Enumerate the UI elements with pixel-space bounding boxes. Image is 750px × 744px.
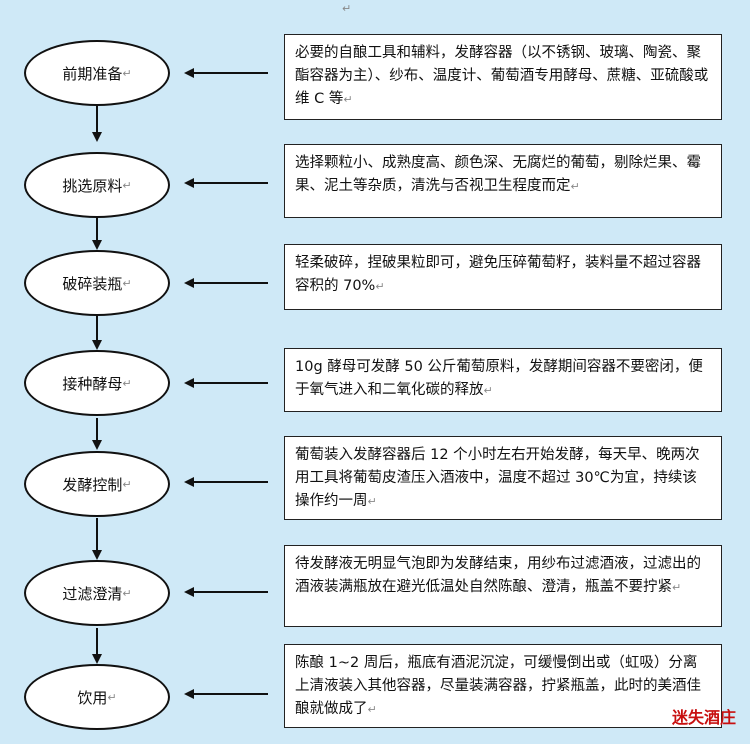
step-node-4: 接种酵母↵	[24, 350, 170, 416]
paragraph-mark: ↵	[343, 93, 353, 106]
step-desc-1: 必要的自酿工具和辅料，发酵容器（以不锈钢、玻璃、陶瓷、聚酯容器为主）、纱布、温度…	[284, 34, 722, 120]
paragraph-mark: ↵	[122, 178, 132, 192]
step-desc-5: 葡萄装入发酵容器后 12 个小时左右开始发酵，每天早、晚两次用工具将葡萄皮渣压入…	[284, 436, 722, 520]
paragraph-mark: ↵	[570, 180, 580, 193]
paragraph-mark: ↵	[122, 477, 132, 491]
step-desc-text: 待发酵液无明显气泡即为发酵结束，用纱布过滤酒液，过滤出的酒液装满瓶放在避光低温处…	[295, 556, 701, 595]
step-desc-text: 轻柔破碎，捏破果粒即可，避免压碎葡萄籽，装料量不超过容器容积的 70%	[295, 255, 701, 294]
step-desc-7: 陈酿 1~2 周后，瓶底有酒泥沉淀，可缓慢倒出或（虹吸）分离上清液装入其他容器，…	[284, 644, 722, 728]
step-node-7: 饮用↵	[24, 664, 170, 730]
paragraph-mark: ↵	[122, 276, 132, 290]
paragraph-mark: ↵	[367, 703, 377, 716]
paragraph-mark: ↵	[483, 384, 493, 397]
watermark: 迷失酒庄	[671, 708, 736, 727]
paragraph-mark: ↵	[122, 376, 132, 390]
paragraph-mark: ↵	[342, 2, 352, 15]
step-desc-text: 葡萄装入发酵容器后 12 个小时左右开始发酵，每天早、晚两次用工具将葡萄皮渣压入…	[295, 447, 700, 509]
paragraph-mark: ↵	[122, 586, 132, 600]
step-desc-text: 必要的自酿工具和辅料，发酵容器（以不锈钢、玻璃、陶瓷、聚酯容器为主）、纱布、温度…	[295, 45, 709, 107]
step-node-5: 发酵控制↵	[24, 451, 170, 517]
paragraph-mark: ↵	[375, 280, 385, 293]
step-label: 前期准备	[62, 64, 123, 83]
paragraph-mark: ↵	[122, 66, 132, 80]
step-label: 过滤澄清	[62, 584, 123, 603]
step-label: 接种酵母	[62, 374, 123, 393]
step-node-2: 挑选原料↵	[24, 152, 170, 218]
step-label: 发酵控制	[62, 475, 123, 494]
step-desc-text: 陈酿 1~2 周后，瓶底有酒泥沉淀，可缓慢倒出或（虹吸）分离上清液装入其他容器，…	[295, 655, 701, 717]
step-desc-text: 10g 酵母可发酵 50 公斤葡萄原料，发酵期间容器不要密闭，便于氧气进入和二氧…	[295, 359, 703, 398]
step-desc-text: 选择颗粒小、成熟度高、颜色深、无腐烂的葡萄，剔除烂果、霉果、泥土等杂质，清洗与否…	[295, 155, 701, 194]
step-desc-6: 待发酵液无明显气泡即为发酵结束，用纱布过滤酒液，过滤出的酒液装满瓶放在避光低温处…	[284, 545, 722, 627]
paragraph-mark: ↵	[107, 690, 117, 704]
step-label: 挑选原料	[62, 176, 123, 195]
step-node-3: 破碎装瓶↵	[24, 250, 170, 316]
step-node-6: 过滤澄清↵	[24, 560, 170, 626]
step-desc-2: 选择颗粒小、成熟度高、颜色深、无腐烂的葡萄，剔除烂果、霉果、泥土等杂质，清洗与否…	[284, 144, 722, 218]
step-label: 破碎装瓶	[62, 274, 123, 293]
paragraph-mark: ↵	[367, 495, 377, 508]
step-label: 饮用	[77, 688, 108, 707]
paragraph-mark: ↵	[672, 581, 682, 594]
step-desc-4: 10g 酵母可发酵 50 公斤葡萄原料，发酵期间容器不要密闭，便于氧气进入和二氧…	[284, 348, 722, 412]
step-desc-3: 轻柔破碎，捏破果粒即可，避免压碎葡萄籽，装料量不超过容器容积的 70%↵	[284, 244, 722, 310]
step-node-1: 前期准备↵	[24, 40, 170, 106]
